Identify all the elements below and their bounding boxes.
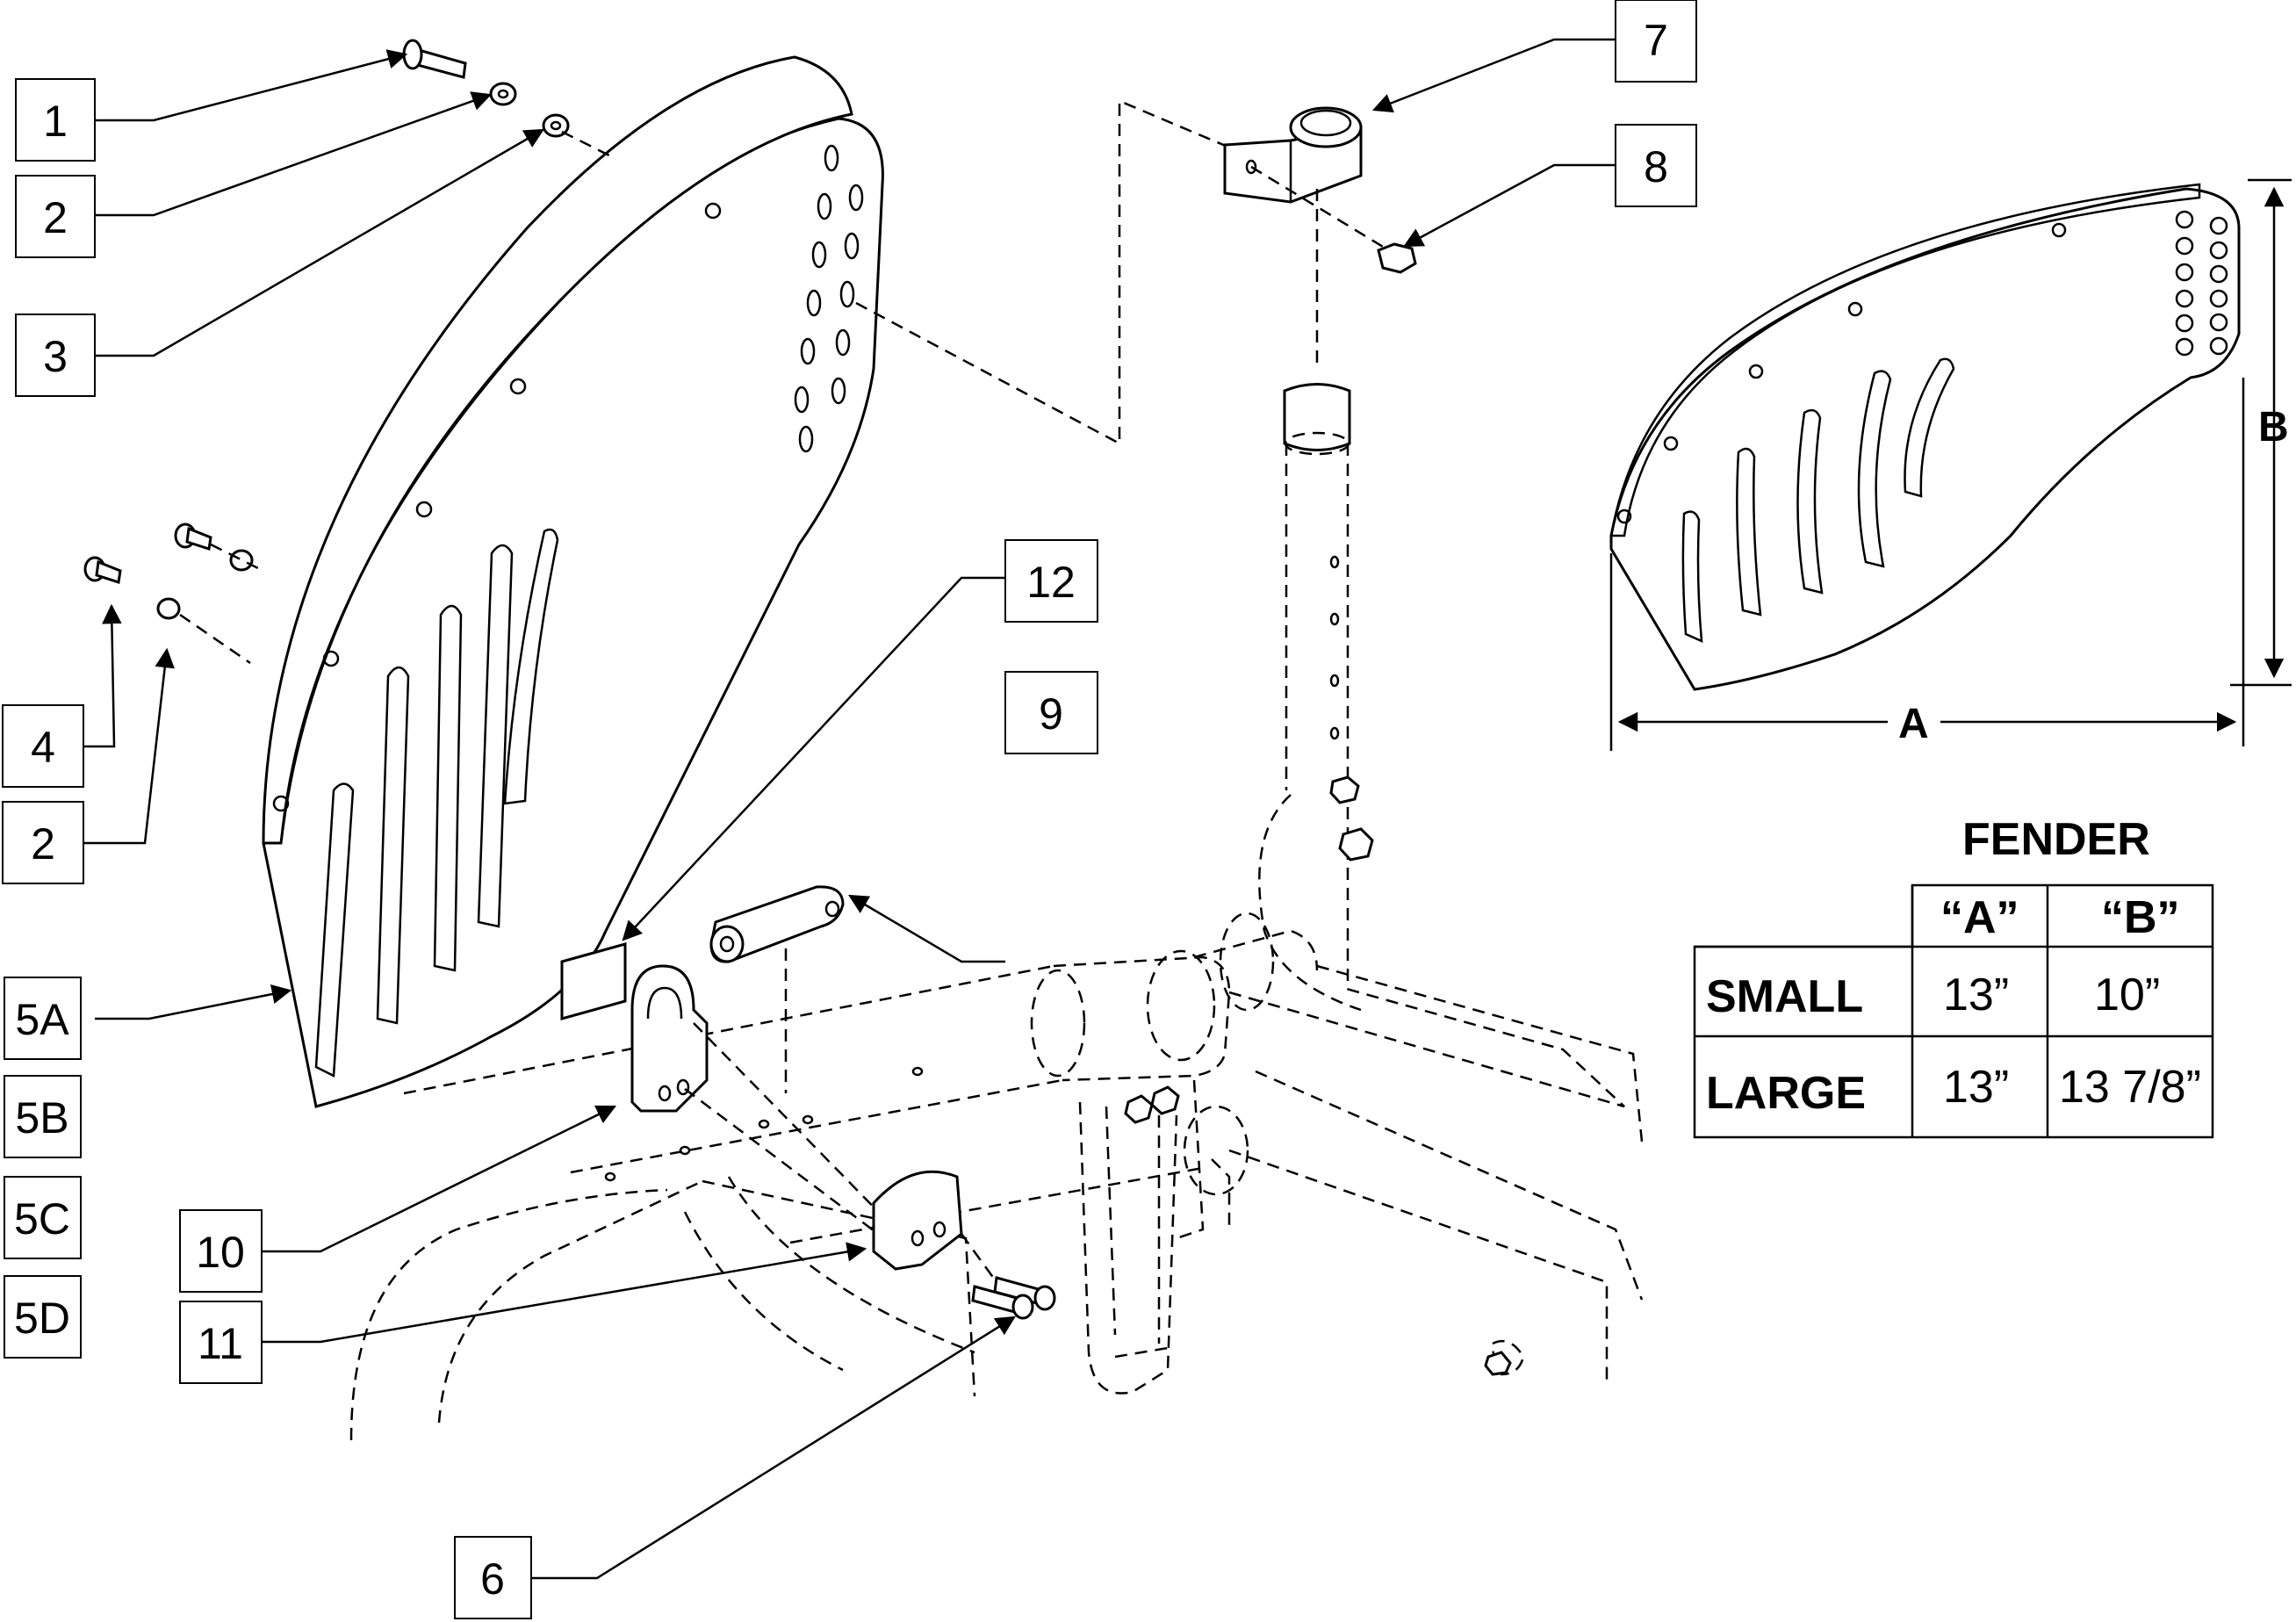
fender-vent-slots: [314, 528, 559, 1078]
part-10-clamp: [630, 964, 709, 1113]
callout-5c-text: 5C: [14, 1194, 70, 1244]
table-col-a: “A”: [1940, 892, 2019, 943]
callout-9: 9: [1004, 671, 1098, 754]
callout-5c: 5C: [4, 1176, 82, 1259]
dimension-a-label: A: [1898, 701, 1929, 747]
callout-5b: 5B: [4, 1075, 82, 1158]
callout-4-text: 4: [31, 723, 55, 772]
part-8-nut: [1377, 242, 1417, 274]
dimension-b-label: B: [2258, 404, 2289, 451]
callout-12: 12: [1004, 539, 1098, 623]
upright-post: [1283, 383, 1374, 984]
hardware-4-screws: [83, 523, 254, 620]
callout-4: 4: [2, 704, 84, 788]
callout-7: 7: [1615, 0, 1697, 83]
hardware-2-washer: [489, 82, 517, 106]
callout-6-text: 6: [480, 1554, 505, 1604]
callout-11: 11: [179, 1301, 263, 1384]
fender-holes: [794, 144, 864, 453]
fender-size-table: FENDER “A” “B” SMALL 13” 10” LARGE 13” 1…: [1693, 814, 2214, 1139]
callout-5d: 5D: [4, 1275, 82, 1359]
fender-side-view: [1609, 183, 2241, 691]
frame-dashed-outline: [349, 794, 1644, 1441]
callout-8-text: 8: [1644, 142, 1668, 191]
callout-7-text: 7: [1644, 16, 1668, 65]
callout-2-top: 2: [15, 175, 96, 258]
dimension-a: A: [1609, 378, 2245, 751]
part-6-screws: [971, 1276, 1056, 1320]
table-row-large-a: 13”: [1943, 1062, 2009, 1113]
callout-5a: 5A: [4, 977, 82, 1060]
hardware-3-nut: [542, 113, 570, 138]
table-row-small-a: 13”: [1943, 970, 2009, 1020]
callout-10-text: 10: [196, 1228, 245, 1277]
table-row-large-b: 13 7/8”: [2059, 1062, 2201, 1113]
callout-11-text: 11: [198, 1319, 243, 1368]
callout-10: 10: [179, 1209, 263, 1293]
part-7-clamp: [1223, 106, 1363, 204]
callout-8: 8: [1615, 124, 1697, 207]
callout-5b-text: 5B: [15, 1093, 68, 1143]
table-col-b: “B”: [2101, 892, 2180, 943]
callout-5d-text: 5D: [14, 1294, 70, 1343]
side-view-holes: [2175, 210, 2228, 357]
callout-9-text: 9: [1039, 689, 1063, 739]
callout-1-text: 1: [43, 97, 68, 146]
table-row-small-b: 10”: [2094, 970, 2160, 1020]
callout-1: 1: [15, 78, 96, 162]
table-title: FENDER: [1962, 814, 2150, 865]
table-row-large-size: LARGE: [1706, 1068, 1866, 1119]
table-row-small-size: SMALL: [1706, 971, 1863, 1022]
callout-3-text: 3: [43, 332, 68, 381]
hardware-1-bolt: [402, 39, 467, 79]
callout-2-bottom: 2: [2, 801, 84, 884]
fender-main: [262, 55, 884, 1108]
callout-2-top-text: 2: [43, 193, 68, 242]
part-11-clamp: [872, 1170, 963, 1271]
part-9-spacer: [709, 885, 845, 963]
dimension-b: B: [2230, 178, 2292, 687]
callout-3: 3: [15, 314, 96, 397]
callout-leaders: [83, 38, 1616, 1580]
callout-5a-text: 5A: [15, 995, 69, 1044]
part-12-label: [560, 942, 627, 1020]
callout-12-text: 12: [1026, 558, 1076, 607]
callout-6: 6: [454, 1536, 532, 1619]
callout-2-bottom-text: 2: [31, 819, 55, 869]
